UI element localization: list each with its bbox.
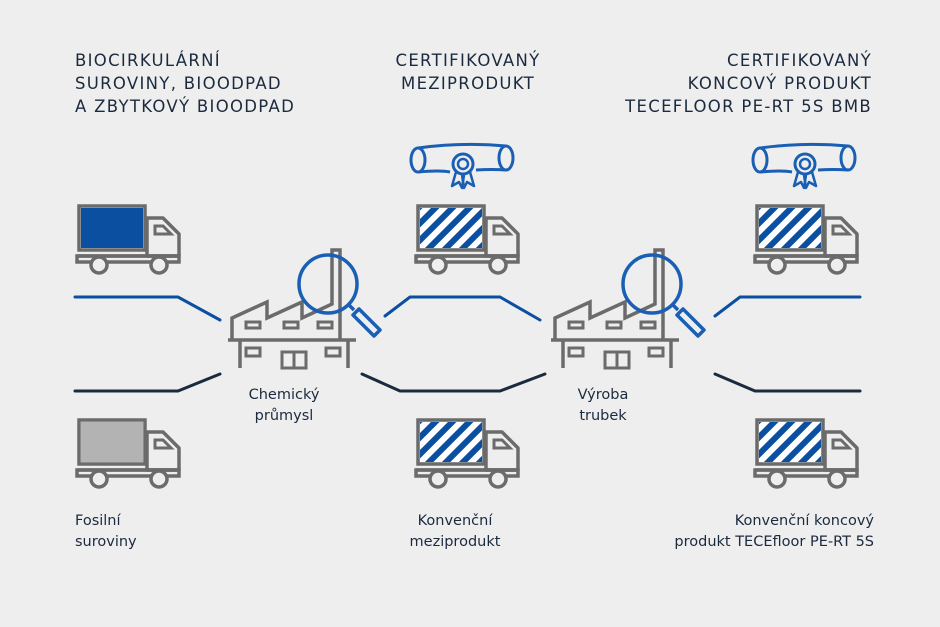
flow-line-bio-to-chemical bbox=[73, 295, 222, 322]
certificate-icon bbox=[751, 142, 857, 190]
header-line: CERTIFIKOVANÝ bbox=[727, 51, 872, 70]
header-line: KONCOVÝ PRODUKT bbox=[687, 74, 872, 93]
label-line: produkt TECEfloor PE-RT 5S bbox=[674, 534, 874, 550]
truck-icon bbox=[753, 204, 859, 275]
label-line: trubek bbox=[579, 408, 627, 424]
label-line: Chemický bbox=[248, 387, 320, 403]
label-line: průmysl bbox=[254, 408, 314, 424]
flow-line-pipes-to-conv-final bbox=[713, 372, 862, 393]
label-line: Konvenční bbox=[417, 513, 493, 529]
header-certified-final-product: CERTIFIKOVANÝ KONCOVÝ PRODUKT TECEFLOOR … bbox=[600, 49, 872, 118]
header-line: A ZBYTKOVÝ BIOODPAD bbox=[75, 97, 296, 116]
factory-icon bbox=[226, 248, 358, 370]
truck-icon bbox=[75, 418, 181, 489]
certificate-icon bbox=[409, 142, 515, 190]
flow-line-chemical-to-cert-intermediate bbox=[383, 295, 542, 322]
header-line: BIOCIRKULÁRNÍ bbox=[75, 51, 221, 70]
header-biocircular-raw-materials: BIOCIRKULÁRNÍ SUROVINY, BIOODPAD A ZBYTK… bbox=[75, 49, 295, 118]
header-line: CERTIFIKOVANÝ bbox=[395, 51, 541, 70]
flow-line-fossil-to-chemical bbox=[73, 372, 222, 393]
header-line: TECEFLOOR PE-RT 5S BMB bbox=[625, 97, 872, 116]
label-pipe-production: Výroba trubek bbox=[548, 385, 658, 427]
label-conventional-final-product: Konvenční koncový produkt TECEfloor PE-R… bbox=[600, 511, 874, 553]
flow-lines bbox=[73, 295, 862, 393]
label-line: Konvenční koncový bbox=[734, 513, 874, 529]
label-chemical-industry: Chemický průmysl bbox=[214, 385, 354, 427]
label-line: Výroba bbox=[577, 387, 629, 403]
flow-line-chemical-to-conv-intermediate bbox=[360, 372, 547, 393]
truck-icon bbox=[414, 418, 520, 489]
label-line: Fosilní bbox=[75, 513, 121, 529]
truck-icon bbox=[414, 204, 520, 275]
header-line: MEZIPRODUKT bbox=[401, 74, 535, 93]
label-line: meziprodukt bbox=[409, 534, 501, 550]
truck-icon bbox=[753, 418, 859, 489]
flow-line-pipes-to-cert-final bbox=[713, 295, 862, 318]
header-certified-intermediate: CERTIFIKOVANÝ MEZIPRODUKT bbox=[378, 49, 558, 95]
header-line: SUROVINY, BIOODPAD bbox=[75, 74, 282, 93]
label-line: suroviny bbox=[75, 534, 137, 550]
factory-icon bbox=[549, 248, 681, 370]
label-fossil-raw-materials: Fosilní suroviny bbox=[75, 511, 137, 553]
label-conventional-intermediate: Konvenční meziprodukt bbox=[385, 511, 525, 553]
truck-icon bbox=[75, 204, 181, 275]
